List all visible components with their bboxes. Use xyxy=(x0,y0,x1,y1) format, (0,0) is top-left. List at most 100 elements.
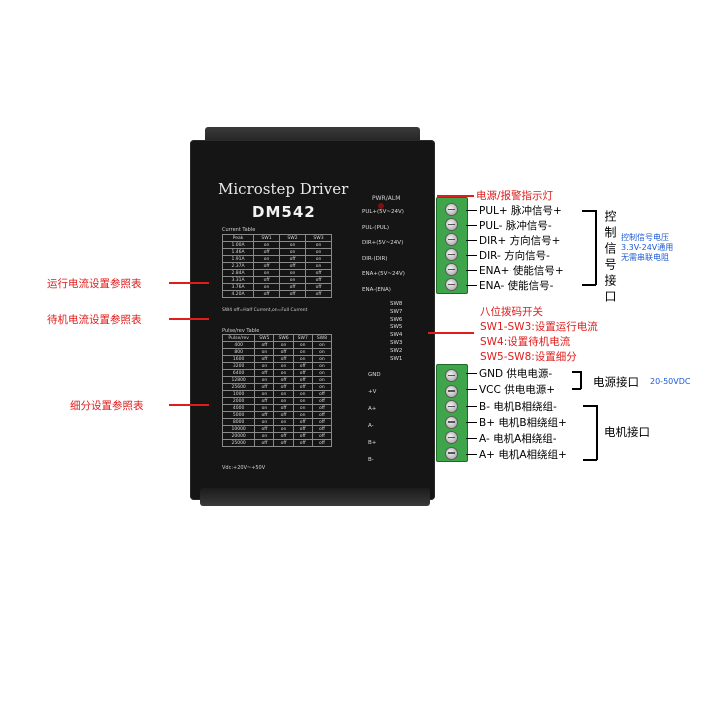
table-cell: off xyxy=(311,439,333,447)
pin-name: PUL+ xyxy=(479,205,508,217)
table-header-cell: SW5 xyxy=(254,334,275,342)
table-cell: 1.91A xyxy=(221,255,255,263)
bracket-line xyxy=(595,210,597,285)
table-cell: on xyxy=(273,362,294,370)
table-cell: on xyxy=(311,341,333,349)
table-cell: 800 xyxy=(221,348,256,356)
table-cell: off xyxy=(292,425,313,433)
table-cell: 4.20A xyxy=(221,290,255,298)
table-cell: 1.00A xyxy=(221,241,255,249)
table-cell: on xyxy=(279,269,306,277)
table-cell: on xyxy=(273,397,294,405)
signal-pin: ENA+ 使能信号+ xyxy=(466,263,564,278)
table-cell: off xyxy=(292,376,313,384)
table-cell: 400 xyxy=(221,341,256,349)
table-cell: on xyxy=(273,425,294,433)
table-cell: on xyxy=(292,411,313,419)
panel-signal-label: PUL+(5V~24V) xyxy=(362,209,404,215)
control-voltage-note-1: 控制信号电压 xyxy=(621,233,669,242)
panel-sw-label: SW2 xyxy=(390,347,403,354)
pin-name: A- xyxy=(479,433,490,445)
table-cell: off xyxy=(311,432,333,440)
table-cell: on xyxy=(311,383,333,391)
table-cell: on xyxy=(253,269,280,277)
motor-pin: B+ 电机B相绕组+ xyxy=(466,415,567,430)
table-cell: off xyxy=(304,269,333,277)
pulse-table-title: Pulse/rev Table xyxy=(222,328,260,334)
pin-name: VCC xyxy=(479,384,501,396)
pin-name: A+ xyxy=(479,449,495,461)
pin-leader-line xyxy=(466,422,477,423)
terminal-screw-icon xyxy=(445,446,458,460)
table-cell: off xyxy=(254,397,275,405)
table-cell: off xyxy=(273,411,294,419)
pin-leader-line xyxy=(466,406,477,407)
table-cell: on xyxy=(292,348,313,356)
standby-annotation: 待机电流设置参照表 xyxy=(47,314,142,326)
table-cell: on xyxy=(273,341,294,349)
table-cell: off xyxy=(304,283,333,291)
terminal-screw-icon xyxy=(445,218,458,231)
panel-sw-label: SW5 xyxy=(390,324,403,331)
table-cell: off xyxy=(254,425,275,433)
pointer-line xyxy=(169,318,209,320)
motor-pin: A- 电机A相绕组- xyxy=(466,431,557,446)
table-cell: on xyxy=(254,404,275,412)
current-table-annotation: 运行电流设置参照表 xyxy=(47,278,142,290)
terminal-screw-icon xyxy=(445,369,458,382)
terminal-screw-icon xyxy=(445,263,458,276)
dip-line-1: SW1-SW3:设置运行电流 xyxy=(480,321,598,333)
panel-power-label: GND xyxy=(368,372,381,378)
table-cell: 2000 xyxy=(221,397,256,405)
terminal-screw-icon xyxy=(445,415,458,429)
terminal-screw-icon xyxy=(445,203,458,216)
pin-desc: 方向信号+ xyxy=(506,235,561,247)
pin-name: DIR+ xyxy=(479,235,507,247)
current-table-title: Current Table xyxy=(222,227,256,233)
table-cell: on xyxy=(273,369,294,377)
table-cell: on xyxy=(311,369,333,377)
bracket-line xyxy=(596,405,598,460)
motor-interface-label: 电机接口 xyxy=(604,425,650,439)
bracket-line xyxy=(583,459,597,461)
table-cell: 25000 xyxy=(221,439,256,447)
pin-desc: 供电电源+ xyxy=(500,384,555,396)
table-cell: off xyxy=(253,290,280,298)
panel-power-label: B+ xyxy=(368,440,377,446)
pin-leader-line xyxy=(466,454,477,455)
signal-pin: PUL+ 脉冲信号+ xyxy=(466,203,562,218)
pointer-line xyxy=(428,332,474,334)
pin-desc: 使能信号- xyxy=(504,280,554,292)
pin-leader-line xyxy=(466,285,477,286)
bracket-line xyxy=(582,284,596,286)
pin-desc: 脉冲信号- xyxy=(502,220,552,232)
table-cell: 4000 xyxy=(221,404,256,412)
bracket-line xyxy=(580,371,582,389)
panel-signal-label: ENA+(5V~24V) xyxy=(362,271,405,277)
led-indicator xyxy=(378,203,384,209)
terminal-screw-icon xyxy=(445,400,458,413)
table-cell: on xyxy=(254,348,275,356)
table-cell: on xyxy=(273,390,294,398)
table-cell: on xyxy=(292,341,313,349)
power-range: 20-50VDC xyxy=(650,377,691,386)
control-voltage-note-2: 3.3V-24V通用 xyxy=(621,243,674,252)
table-cell: off xyxy=(311,425,333,433)
pin-desc: 电机B相绕组+ xyxy=(495,417,567,429)
table-cell: on xyxy=(279,248,306,256)
table-cell: on xyxy=(254,362,275,370)
table-cell: 20000 xyxy=(221,432,256,440)
table-cell: on xyxy=(254,390,275,398)
signal-pin: DIR- 方向信号- xyxy=(466,248,550,263)
table-cell: on xyxy=(304,248,333,256)
table-cell: 1000 xyxy=(221,390,256,398)
table-cell: on xyxy=(311,376,333,384)
table-cell: on xyxy=(292,404,313,412)
